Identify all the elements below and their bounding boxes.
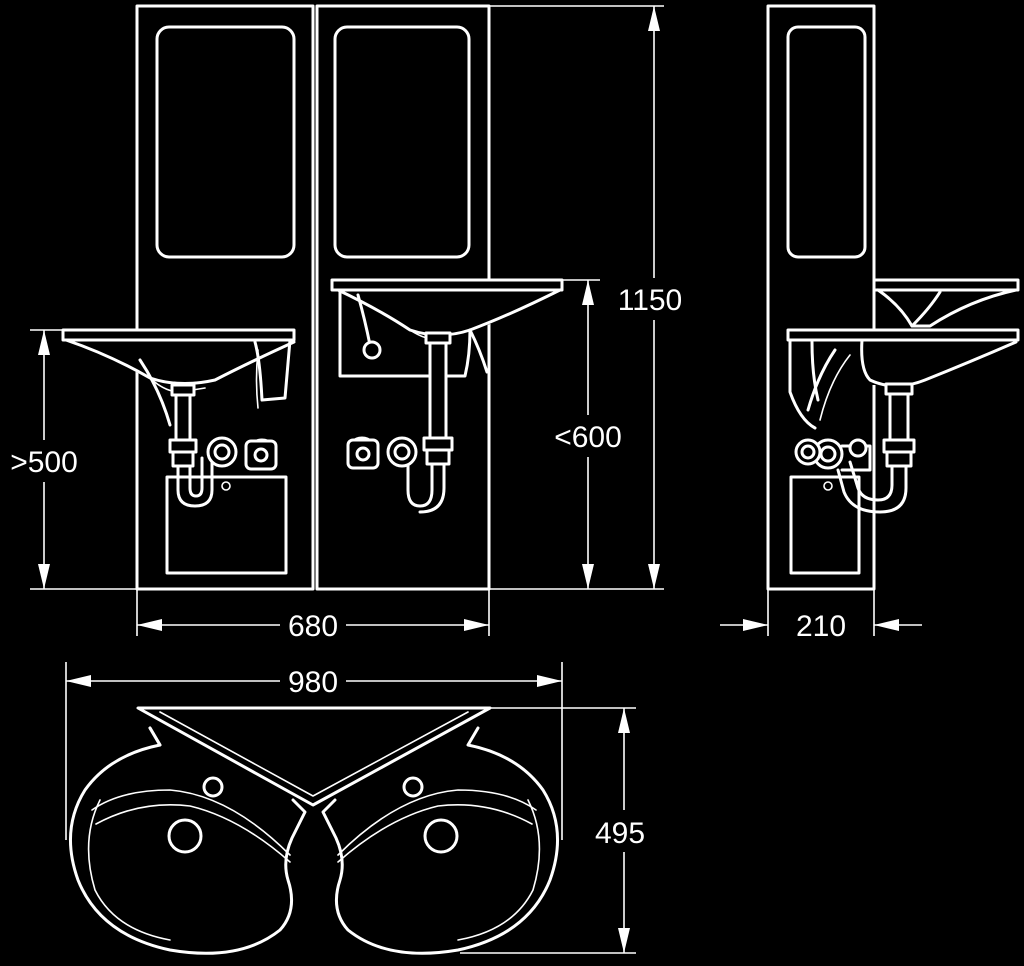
dim-680: 680 [136, 589, 490, 643]
left-trap [168, 383, 278, 508]
dim-label-680: 680 [288, 610, 338, 643]
left-basin [61, 328, 296, 427]
left-mirror [155, 25, 296, 259]
dim-label-500: >500 [10, 446, 78, 479]
plan-right-basin [321, 726, 560, 955]
dim-1150: 1150 [489, 5, 683, 590]
dim-label-495: 495 [595, 817, 645, 850]
left-column-panel [135, 4, 315, 591]
side-cabinet [789, 475, 861, 575]
dim-label-600: <600 [554, 421, 622, 454]
dim-label-210: 210 [796, 610, 846, 643]
side-view: 210 [720, 4, 1020, 643]
dim-600: <600 [489, 279, 622, 590]
front-view: 680 >500 <600 1150 [10, 4, 683, 643]
dim-label-980: 980 [288, 666, 338, 699]
plan-view: 980 495 [65, 662, 645, 955]
side-column-panel [766, 4, 876, 591]
dim-label-1150: 1150 [618, 284, 683, 317]
right-trap [346, 331, 454, 514]
side-trap [794, 382, 916, 514]
dim-495: 495 [460, 707, 645, 954]
dim-980: 980 [65, 662, 563, 840]
side-upper-basin [872, 278, 1020, 328]
dim-500: >500 [10, 329, 137, 590]
right-mirror [333, 25, 471, 259]
dim-210: 210 [720, 589, 922, 643]
side-mirror [786, 25, 867, 259]
left-cabinet [165, 475, 288, 575]
plan-left-basin [68, 726, 307, 955]
